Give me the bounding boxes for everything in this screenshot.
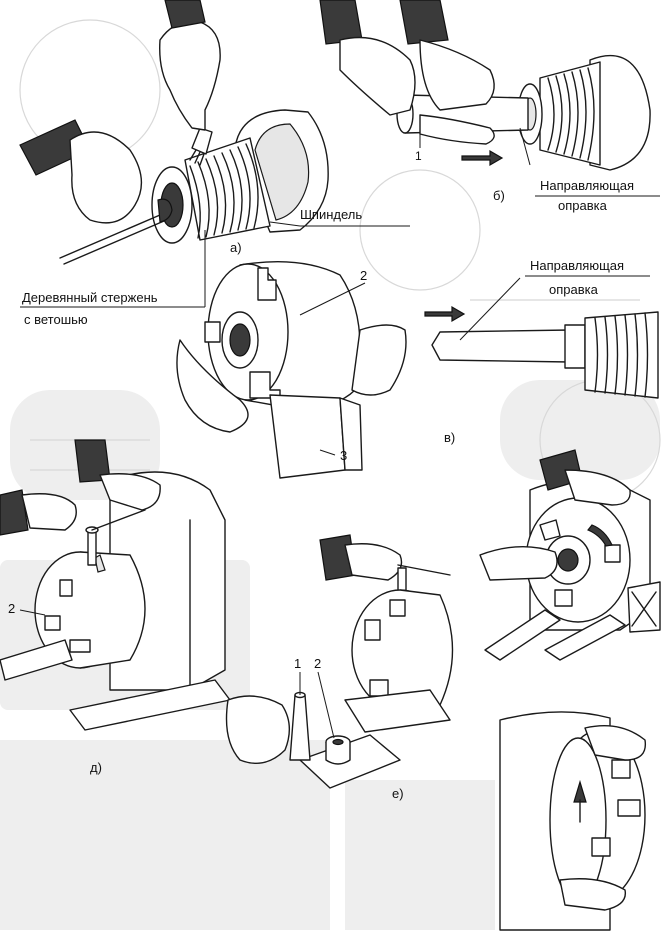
figure-b: 1 б) Направляющая оправка xyxy=(319,0,660,213)
figure-a: Шпиндель а) Деревянный стержень с ветошь… xyxy=(19,0,410,327)
figure-e: 1 2 е) xyxy=(225,534,454,801)
chuck-d-leader xyxy=(19,609,46,616)
mandrel-b-label-line2: оправка xyxy=(558,198,608,213)
figure-c: 2 3 в) Направляющая оправка xyxy=(176,258,659,479)
arrow-right-icon xyxy=(461,149,504,167)
mandrel-c-label-line1: Направляющая xyxy=(530,258,624,273)
spindle-threads xyxy=(184,137,271,241)
spindle-threads-b xyxy=(539,61,601,166)
mandrel-c-label-line2: оправка xyxy=(549,282,599,297)
part-1-number: 1 xyxy=(415,149,422,163)
figure-right-middle xyxy=(479,449,661,661)
figure-d-letter: д) xyxy=(90,760,102,775)
rod-label-line1: Деревянный стержень xyxy=(22,290,158,305)
block-leader xyxy=(319,449,336,456)
part-2-leader-e xyxy=(317,671,335,739)
figure-d: 2 д) xyxy=(0,439,231,775)
spindle-label: Шпиндель xyxy=(300,207,362,222)
mandrel-c-leader xyxy=(459,277,521,341)
figure-e-letter: е) xyxy=(392,786,404,801)
chuck-d-number: 2 xyxy=(8,601,15,616)
mandrel-b-leader xyxy=(519,127,531,166)
mandrel-b-label-line1: Направляющая xyxy=(540,178,634,193)
figure-right-bottom xyxy=(499,711,647,931)
arrow-right-icon xyxy=(424,305,466,323)
figure-b-letter: б) xyxy=(493,188,505,203)
chuck-c-leader xyxy=(299,282,366,316)
figure-a-letter: а) xyxy=(230,240,242,255)
rod-label-line2: с ветошью xyxy=(24,312,88,327)
arrow-curved-icon xyxy=(587,524,613,547)
figure-c-letter: в) xyxy=(444,430,455,445)
spindle-leader xyxy=(269,221,301,227)
chuck-c-number: 2 xyxy=(360,268,367,283)
part-2-number-e: 2 xyxy=(314,656,321,671)
part-1-number-e: 1 xyxy=(294,656,301,671)
block-number: 3 xyxy=(340,448,347,463)
